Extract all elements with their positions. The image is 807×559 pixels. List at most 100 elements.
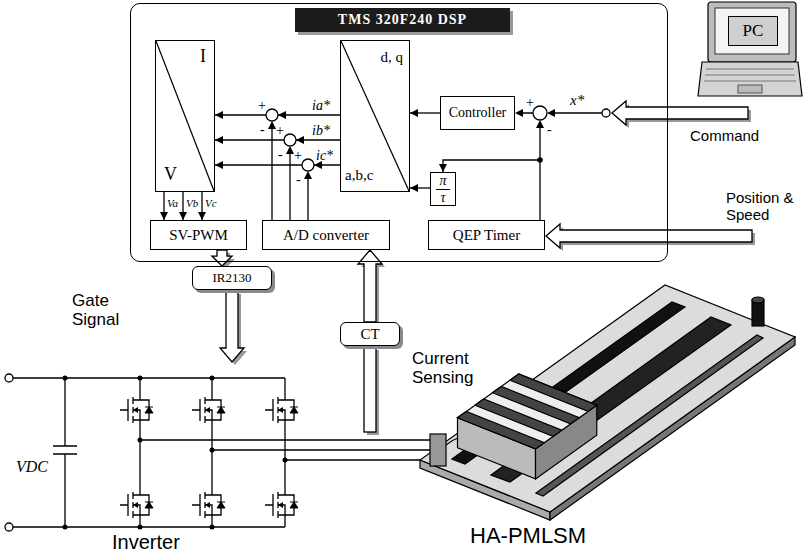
signal-name: ia* bbox=[312, 98, 330, 113]
mosfets-part bbox=[120, 485, 153, 525]
linear-motor bbox=[420, 285, 795, 520]
linear-motor-part bbox=[446, 438, 458, 445]
signal-caption: Current Sensing bbox=[412, 350, 492, 387]
sign-label: + bbox=[294, 148, 302, 163]
arrowhead bbox=[439, 164, 447, 172]
arrowhead bbox=[215, 111, 286, 119]
hollow-arrows-part bbox=[220, 291, 244, 362]
linear-motor-part bbox=[430, 434, 446, 466]
connector bbox=[160, 192, 168, 220]
inverter-circuit-part bbox=[140, 440, 430, 460]
laptop-part bbox=[704, 69, 796, 81]
circuit-dots-part bbox=[210, 376, 215, 381]
box-label: Controller bbox=[449, 105, 507, 120]
signal-caption: Command bbox=[690, 128, 759, 145]
signal-name: Va bbox=[167, 197, 178, 209]
sign-label: - bbox=[296, 172, 301, 187]
encoder-timer-box: QEP Timer bbox=[428, 220, 545, 250]
signal-caption: Gate Signal bbox=[72, 292, 144, 329]
signal-name: Vb bbox=[186, 197, 198, 209]
box-label: SV-PWM bbox=[169, 227, 228, 244]
linear-motor-part bbox=[752, 297, 764, 303]
diagonal-line bbox=[156, 41, 214, 191]
dsp-board: TMS 320F240 DSPIVd, qa,b,cControllerπτSV… bbox=[130, 3, 668, 262]
signal-name: ic* bbox=[316, 148, 333, 163]
connector-line bbox=[443, 160, 540, 220]
box-label: IR2130 bbox=[213, 271, 252, 285]
current-sensor: CT bbox=[340, 322, 400, 346]
circuit-dots bbox=[63, 376, 288, 530]
inverter-circuit-part bbox=[13, 378, 285, 527]
connector-line bbox=[215, 139, 340, 140]
arrowhead bbox=[179, 212, 187, 220]
circuit-dots-part bbox=[138, 438, 143, 443]
diagonal-line bbox=[341, 41, 409, 191]
mosfets-part bbox=[120, 390, 153, 430]
arrowhead bbox=[160, 212, 168, 220]
arrowhead bbox=[215, 136, 304, 144]
summing-junctions-part bbox=[302, 159, 314, 171]
sign-label: - bbox=[278, 147, 283, 162]
connector bbox=[410, 184, 430, 192]
box-label: CT bbox=[360, 326, 379, 343]
part-name: Inverter bbox=[112, 531, 180, 553]
laptop-part bbox=[708, 2, 796, 62]
sign-label: + bbox=[526, 95, 534, 110]
block-text: d, q bbox=[381, 49, 404, 66]
pc-screen: PC bbox=[728, 16, 778, 46]
arrowhead bbox=[215, 161, 322, 169]
linear-motor-part bbox=[420, 285, 795, 512]
linear-motor-part bbox=[510, 374, 597, 411]
laptop-part bbox=[715, 8, 789, 54]
hollow-arrow bbox=[358, 250, 382, 322]
converter-block: IV bbox=[155, 40, 215, 192]
linear-motor-part bbox=[458, 411, 545, 448]
summing-junctions-part bbox=[284, 134, 296, 146]
transform-block: d, q a,b,c bbox=[340, 40, 410, 192]
signal-name: Vc bbox=[205, 197, 217, 209]
inverter-circuit bbox=[5, 374, 430, 531]
hollow-arrows-part bbox=[612, 101, 748, 125]
connector bbox=[410, 109, 440, 117]
linear-motor-part bbox=[458, 374, 597, 449]
linear-motor-part bbox=[752, 300, 764, 326]
circuit-dots-part bbox=[138, 376, 143, 381]
connector bbox=[198, 192, 206, 220]
box-label: QEP Timer bbox=[453, 227, 520, 244]
laptop-part bbox=[698, 62, 802, 96]
controller-box: Controller bbox=[440, 96, 515, 130]
voltage-label: VDC bbox=[16, 458, 48, 476]
fraction-part: π bbox=[436, 173, 449, 189]
signal-name: x* bbox=[570, 92, 584, 109]
arrowhead bbox=[410, 109, 418, 117]
summing-junctions-part bbox=[533, 106, 547, 120]
laptop-part bbox=[738, 85, 762, 93]
arrowhead bbox=[198, 212, 206, 220]
connector-line bbox=[215, 114, 340, 115]
mosfets-part bbox=[265, 485, 298, 525]
block-text: a,b,c bbox=[345, 167, 373, 184]
circuit-dots-part bbox=[63, 376, 68, 381]
laptop bbox=[698, 2, 802, 96]
inverter-circuit-part bbox=[5, 374, 13, 382]
mosfets-part bbox=[265, 390, 298, 430]
hollow-arrows-part bbox=[364, 347, 376, 432]
linear-motor-part bbox=[493, 386, 580, 423]
summing-junctions bbox=[266, 106, 610, 171]
inverter-circuit-part bbox=[53, 378, 77, 527]
circuit-dots-part bbox=[283, 458, 288, 463]
sign-label: + bbox=[258, 98, 266, 113]
hollow-arrow bbox=[212, 250, 232, 266]
circuit-dots-part bbox=[210, 525, 215, 530]
box-label: PC bbox=[743, 22, 764, 41]
circuit-dots-part bbox=[63, 525, 68, 530]
sign-label: - bbox=[260, 122, 265, 137]
connector bbox=[179, 192, 187, 220]
arrowhead bbox=[410, 184, 418, 192]
mosfets-part bbox=[192, 485, 225, 525]
fraction-part: τ bbox=[437, 190, 448, 205]
block-text: V bbox=[164, 165, 177, 185]
inverter-circuit-part bbox=[5, 523, 13, 531]
part-name: HA-PMLSM bbox=[470, 524, 586, 548]
